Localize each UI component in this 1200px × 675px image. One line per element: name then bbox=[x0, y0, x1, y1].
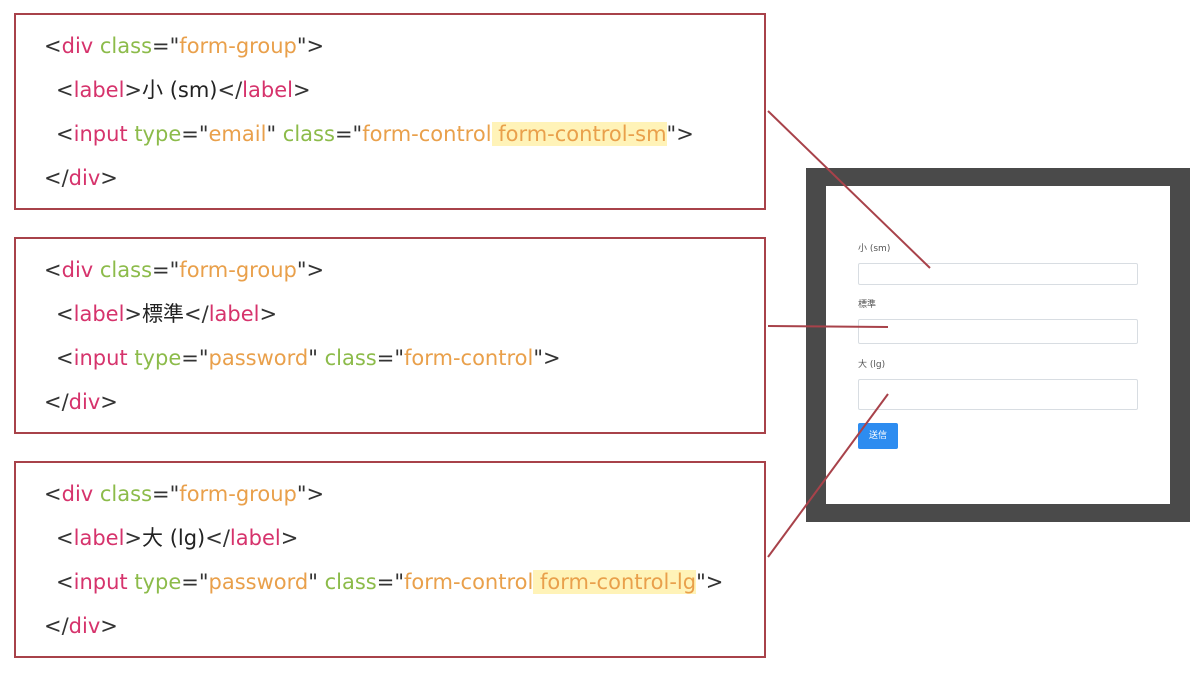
code-line-div-open: <div class="form-group"> bbox=[44, 482, 325, 506]
highlighted-class: form-control-sm bbox=[491, 122, 667, 146]
code-line-div-close: </div> bbox=[44, 390, 118, 414]
highlighted-class: form-control-lg bbox=[533, 570, 697, 594]
code-block-standard: <div class="form-group"> <label>標準</labe… bbox=[14, 237, 766, 434]
connector-standard bbox=[767, 325, 889, 328]
code-block-small: <div class="form-group"> <label>小 (sm)</… bbox=[14, 13, 766, 210]
code-line-label: <label>標準</label> bbox=[56, 302, 278, 326]
code-line-input: <input type="password" class="form-contr… bbox=[56, 570, 724, 594]
label-large: 大 (lg) bbox=[858, 360, 886, 370]
connector-large bbox=[767, 393, 889, 558]
code-line-label: <label>小 (sm)</label> bbox=[56, 78, 311, 102]
connector-small bbox=[767, 110, 931, 269]
password-input-standard[interactable] bbox=[858, 319, 1138, 344]
code-block-large: <div class="form-group"> <label>大 (lg)</… bbox=[14, 461, 766, 658]
email-input-small[interactable] bbox=[858, 263, 1138, 285]
code-line-input: <input type="password" class="form-contr… bbox=[56, 346, 561, 370]
code-line-div-close: </div> bbox=[44, 614, 118, 638]
code-line-label: <label>大 (lg)</label> bbox=[56, 526, 299, 550]
label-standard: 標準 bbox=[858, 300, 877, 310]
code-line-div-open: <div class="form-group"> bbox=[44, 258, 325, 282]
code-line-div-open: <div class="form-group"> bbox=[44, 34, 325, 58]
label-small: 小 (sm) bbox=[858, 244, 891, 254]
code-line-input: <input type="email" class="form-control … bbox=[56, 122, 694, 146]
code-line-div-close: </div> bbox=[44, 166, 118, 190]
preview-screenshot-frame: 小 (sm) 標準 大 (lg) 送信 bbox=[806, 168, 1190, 522]
password-input-large[interactable] bbox=[858, 379, 1138, 410]
preview-form: 小 (sm) 標準 大 (lg) 送信 bbox=[826, 186, 1170, 504]
